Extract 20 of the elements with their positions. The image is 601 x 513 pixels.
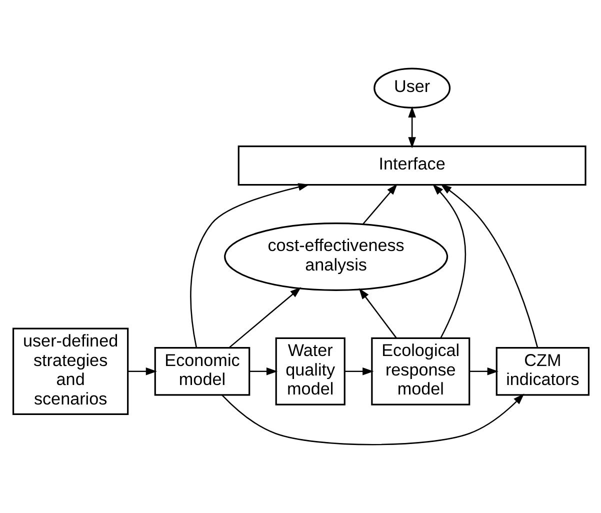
arrow — [128, 367, 157, 376]
arrow — [358, 288, 396, 338]
arrow — [408, 106, 416, 148]
arrow — [469, 367, 498, 376]
arrow — [432, 184, 466, 338]
node-box: CZM indicators — [495, 347, 590, 396]
node-box: Interface — [237, 146, 586, 186]
arrow — [249, 367, 278, 376]
arrow — [362, 184, 397, 224]
arrow — [228, 287, 301, 348]
node-box: Economic model — [154, 347, 250, 396]
arrow — [221, 394, 524, 446]
node-box: Water quality model — [274, 337, 345, 406]
node-ellipse: cost-effectiveness analysis — [224, 222, 448, 291]
arrow — [190, 183, 309, 348]
node-ellipse: User — [373, 68, 450, 108]
node-box: user-defined strategies and scenarios — [12, 328, 128, 415]
arrow — [440, 184, 538, 348]
arrow — [344, 367, 374, 376]
node-box: Ecological response model — [370, 337, 470, 406]
